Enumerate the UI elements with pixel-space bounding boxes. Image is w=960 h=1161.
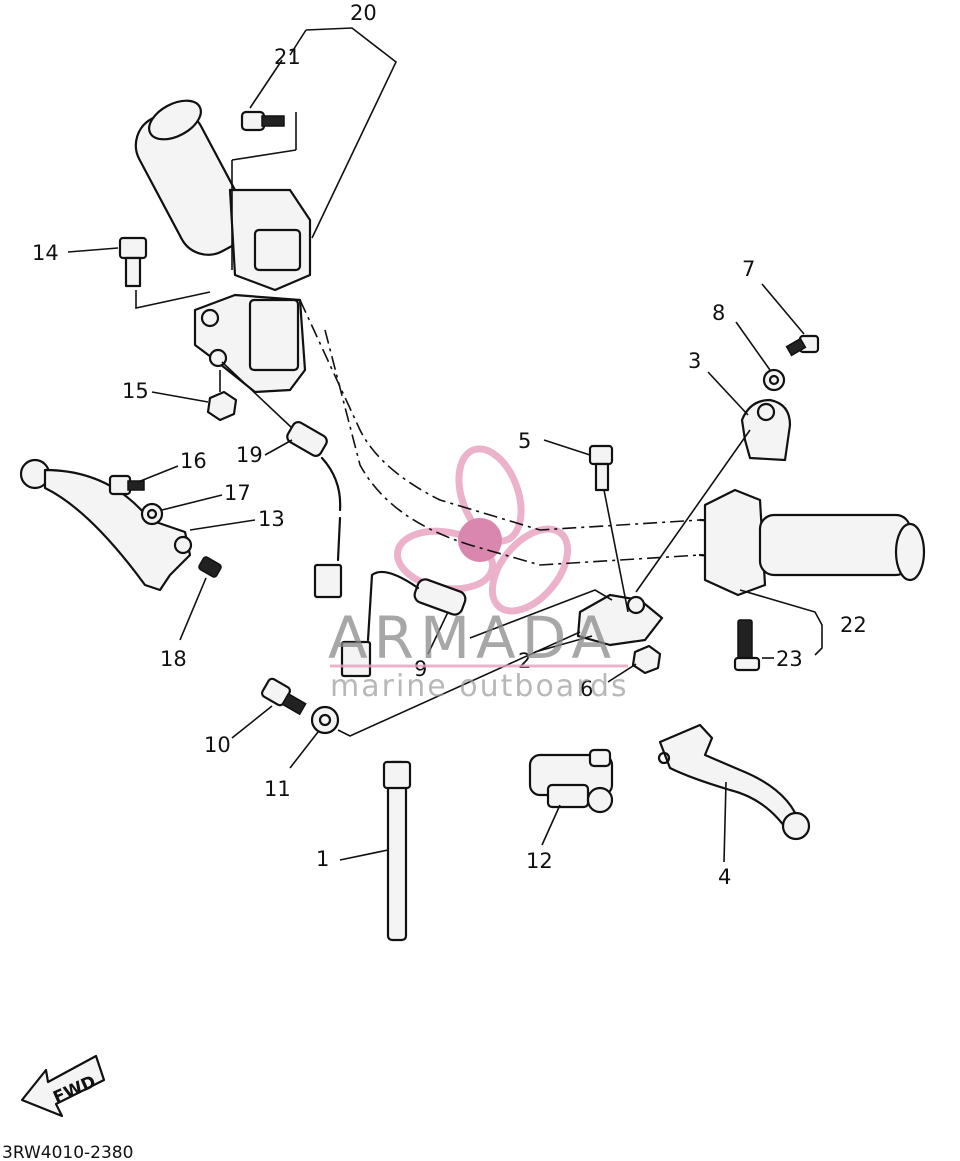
part-3-lever-holder bbox=[635, 371, 792, 593]
drawing-reference: 3RW4010-2380 bbox=[2, 1143, 133, 1161]
part-14-bolt bbox=[67, 236, 211, 309]
callout-3: 3 bbox=[688, 349, 701, 373]
part-15-nut bbox=[151, 370, 238, 422]
part-10-bolt bbox=[231, 677, 307, 739]
callout-21: 21 bbox=[274, 45, 301, 69]
part-17-nut bbox=[140, 494, 223, 526]
part-16-bolt bbox=[108, 465, 179, 496]
part-21-screw bbox=[240, 59, 285, 132]
callout-6: 6 bbox=[580, 677, 593, 701]
watermark-brand: ARMADA bbox=[328, 604, 617, 672]
part-20-master-cylinder-assembly bbox=[134, 99, 312, 394]
part-18-screw bbox=[179, 556, 222, 641]
callout-19: 19 bbox=[236, 443, 263, 467]
part-12-starter-lever bbox=[528, 748, 614, 846]
watermark-tagline: marine outboards bbox=[330, 669, 629, 704]
callout-17: 17 bbox=[224, 481, 251, 505]
callout-4: 4 bbox=[718, 865, 731, 889]
part-23-screw bbox=[733, 619, 774, 672]
callout-16: 16 bbox=[180, 449, 207, 473]
callout-11: 11 bbox=[264, 777, 291, 801]
part-7-screw bbox=[761, 283, 820, 357]
fwd-arrow-icon: FWD bbox=[20, 1054, 106, 1118]
callout-labels: 20 21 14 7 8 3 15 5 19 16 17 13 22 18 2 … bbox=[32, 1, 867, 889]
part-4-clutch-lever bbox=[657, 723, 811, 863]
callout-15: 15 bbox=[122, 379, 149, 403]
callout-1: 1 bbox=[316, 847, 329, 871]
part-13-brake-lever bbox=[19, 458, 256, 592]
part-22-right-switch-housing bbox=[703, 488, 926, 656]
callout-18: 18 bbox=[160, 647, 187, 671]
part-1-cable-band bbox=[339, 760, 412, 942]
callout-13: 13 bbox=[258, 507, 285, 531]
callout-9: 9 bbox=[414, 657, 427, 681]
part-6-nut bbox=[607, 644, 662, 683]
callout-22: 22 bbox=[840, 613, 867, 637]
callout-20: 20 bbox=[350, 1, 377, 25]
callout-7: 7 bbox=[742, 257, 755, 281]
callout-14: 14 bbox=[32, 241, 59, 265]
callout-12: 12 bbox=[526, 849, 553, 873]
part-5-bolt bbox=[543, 439, 629, 613]
part-2-clutch-bracket bbox=[469, 589, 664, 653]
part-19-front-brake-switch bbox=[221, 361, 343, 599]
callout-5: 5 bbox=[518, 429, 531, 453]
part-8-washer bbox=[735, 321, 786, 392]
callout-8: 8 bbox=[712, 301, 725, 325]
callout-23: 23 bbox=[776, 647, 803, 671]
propeller-hub-icon bbox=[458, 518, 502, 562]
callout-10: 10 bbox=[204, 733, 231, 757]
